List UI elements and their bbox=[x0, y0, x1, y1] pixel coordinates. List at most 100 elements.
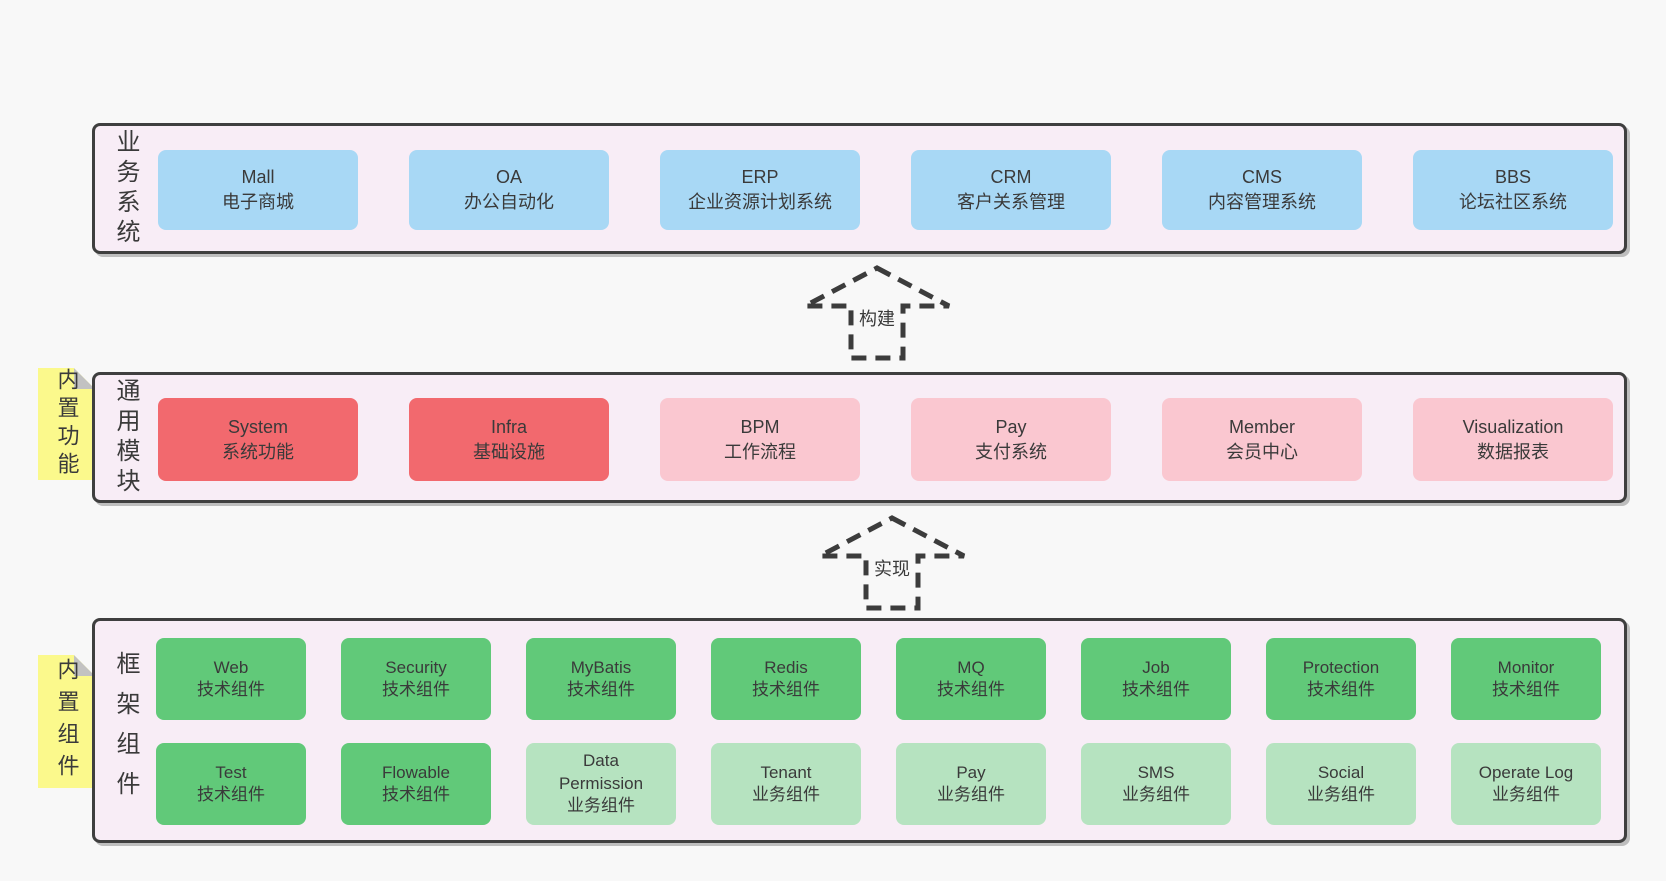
box-subtitle: 基础设施 bbox=[473, 441, 545, 462]
box-redis: Redis 技术组件 bbox=[711, 638, 861, 720]
box-subtitle: 工作流程 bbox=[724, 441, 796, 462]
arrow-build: 构建 bbox=[797, 262, 957, 362]
sticky-note-label: 内置组件 bbox=[54, 657, 80, 786]
box-title: Security bbox=[385, 657, 447, 677]
box-title: Pay bbox=[956, 762, 986, 782]
box-subtitle: 技术组件 bbox=[197, 680, 265, 699]
box-title: Pay bbox=[995, 416, 1027, 437]
box-title: CMS bbox=[1242, 167, 1282, 188]
box-title: CRM bbox=[990, 167, 1032, 188]
box-crm: CRM 客户关系管理 bbox=[911, 150, 1111, 230]
box-subtitle: 支付系统 bbox=[975, 441, 1047, 462]
box-subtitle: 技术组件 bbox=[752, 680, 820, 699]
box-subtitle: 技术组件 bbox=[1307, 680, 1375, 699]
box-title: Web bbox=[213, 657, 249, 677]
box-security: Security 技术组件 bbox=[341, 638, 491, 720]
box-bpm: BPM 工作流程 bbox=[660, 398, 860, 481]
box-subtitle: 业务组件 bbox=[752, 785, 820, 804]
box-subtitle: 企业资源计划系统 bbox=[688, 192, 832, 212]
box-title: MQ bbox=[957, 657, 985, 677]
box-title: Tenant bbox=[760, 762, 812, 782]
sticky-note-builtin-components: 内置组件 bbox=[38, 655, 95, 788]
box-oa: OA 办公自动化 bbox=[409, 150, 609, 230]
box-title: OA bbox=[495, 167, 522, 188]
arrow-implement: 实现 bbox=[812, 512, 972, 612]
box-subtitle: 系统功能 bbox=[222, 441, 294, 462]
box-erp: ERP 企业资源计划系统 bbox=[660, 150, 860, 230]
box-test: Test 技术组件 bbox=[156, 743, 306, 825]
box-operate-log: Operate Log 业务组件 bbox=[1451, 743, 1601, 825]
dashed-up-arrow-icon bbox=[818, 515, 966, 611]
box-title: Visualization bbox=[1462, 416, 1564, 437]
box-title: Monitor bbox=[1497, 657, 1555, 677]
sticky-note-builtin-features: 内置功能 bbox=[38, 368, 95, 480]
box-subtitle: 技术组件 bbox=[567, 680, 635, 699]
arrow-label: 构建 bbox=[855, 304, 899, 332]
box-title: BBS bbox=[1494, 167, 1532, 188]
box-data-permission: Data Permission 业务组件 bbox=[526, 743, 676, 825]
box-subtitle: 电子商城 bbox=[222, 192, 294, 212]
box-member: Member 会员中心 bbox=[1162, 398, 1362, 481]
box-title: Infra bbox=[490, 416, 528, 437]
box-subtitle: 技术组件 bbox=[1122, 680, 1190, 699]
box-title: Data Permission bbox=[558, 751, 644, 793]
box-web: Web 技术组件 bbox=[156, 638, 306, 720]
box-monitor: Monitor 技术组件 bbox=[1451, 638, 1601, 720]
box-cms: CMS 内容管理系统 bbox=[1162, 150, 1362, 230]
layer-framework-components: 框架组件 Web 技术组件 Security 技术组件 MyBatis 技术组件… bbox=[92, 618, 1627, 843]
sticky-note-label: 内置功能 bbox=[54, 368, 80, 480]
box-system: System 系统功能 bbox=[158, 398, 358, 481]
box-title: MyBatis bbox=[570, 657, 632, 677]
box-subtitle: 内容管理系统 bbox=[1208, 192, 1316, 212]
box-subtitle: 技术组件 bbox=[937, 680, 1005, 699]
box-mybatis: MyBatis 技术组件 bbox=[526, 638, 676, 720]
layer-label-framework-components: 框架组件 bbox=[112, 650, 139, 811]
box-title: Social bbox=[1317, 762, 1365, 782]
box-subtitle: 数据报表 bbox=[1477, 441, 1549, 462]
box-mq: MQ 技术组件 bbox=[896, 638, 1046, 720]
box-protection: Protection 技术组件 bbox=[1266, 638, 1416, 720]
box-title: Member bbox=[1228, 416, 1295, 437]
box-title: ERP bbox=[741, 167, 779, 188]
dashed-up-arrow-icon bbox=[803, 265, 951, 361]
box-title: System bbox=[227, 416, 288, 437]
box-subtitle: 论坛社区系统 bbox=[1459, 192, 1567, 212]
box-visualization: Visualization 数据报表 bbox=[1413, 398, 1613, 481]
layer-label-business-systems: 业务系统 bbox=[112, 128, 139, 249]
box-infra: Infra 基础设施 bbox=[409, 398, 609, 481]
arrow-label: 实现 bbox=[870, 554, 914, 582]
box-title: Flowable bbox=[381, 762, 451, 782]
box-flowable: Flowable 技术组件 bbox=[341, 743, 491, 825]
box-pay-system: Pay 支付系统 bbox=[911, 398, 1111, 481]
box-subtitle: 业务组件 bbox=[1492, 785, 1560, 804]
box-title: SMS bbox=[1137, 762, 1175, 782]
box-subtitle: 业务组件 bbox=[567, 796, 635, 816]
box-subtitle: 技术组件 bbox=[197, 785, 265, 804]
box-title: Mall bbox=[241, 167, 275, 188]
layer-common-modules: 通用模块 System 系统功能 Infra 基础设施 BPM 工作流程 Pay… bbox=[92, 372, 1627, 503]
box-subtitle: 业务组件 bbox=[1122, 785, 1190, 804]
layer-business-systems: 业务系统 Mall 电子商城 OA 办公自动化 ERP 企业资源计划系统 CRM… bbox=[92, 123, 1627, 254]
box-subtitle: 技术组件 bbox=[382, 785, 450, 804]
box-subtitle: 业务组件 bbox=[937, 785, 1005, 804]
box-title: BPM bbox=[740, 416, 780, 437]
box-subtitle: 会员中心 bbox=[1226, 441, 1298, 462]
box-social: Social 业务组件 bbox=[1266, 743, 1416, 825]
box-subtitle: 业务组件 bbox=[1307, 785, 1375, 804]
box-title: Redis bbox=[764, 657, 808, 677]
box-bbs: BBS 论坛社区系统 bbox=[1413, 150, 1613, 230]
box-title: Test bbox=[215, 762, 247, 782]
box-subtitle: 技术组件 bbox=[382, 680, 450, 699]
box-sms: SMS 业务组件 bbox=[1081, 743, 1231, 825]
box-subtitle: 技术组件 bbox=[1492, 680, 1560, 699]
box-title: Operate Log bbox=[1478, 762, 1574, 782]
box-title: Protection bbox=[1302, 657, 1380, 677]
box-tenant: Tenant 业务组件 bbox=[711, 743, 861, 825]
box-mall: Mall 电子商城 bbox=[158, 150, 358, 230]
box-job: Job 技术组件 bbox=[1081, 638, 1231, 720]
layer-label-common-modules: 通用模块 bbox=[112, 377, 139, 498]
box-title: Job bbox=[1142, 657, 1170, 677]
box-pay-component: Pay 业务组件 bbox=[896, 743, 1046, 825]
box-subtitle: 办公自动化 bbox=[464, 192, 554, 212]
